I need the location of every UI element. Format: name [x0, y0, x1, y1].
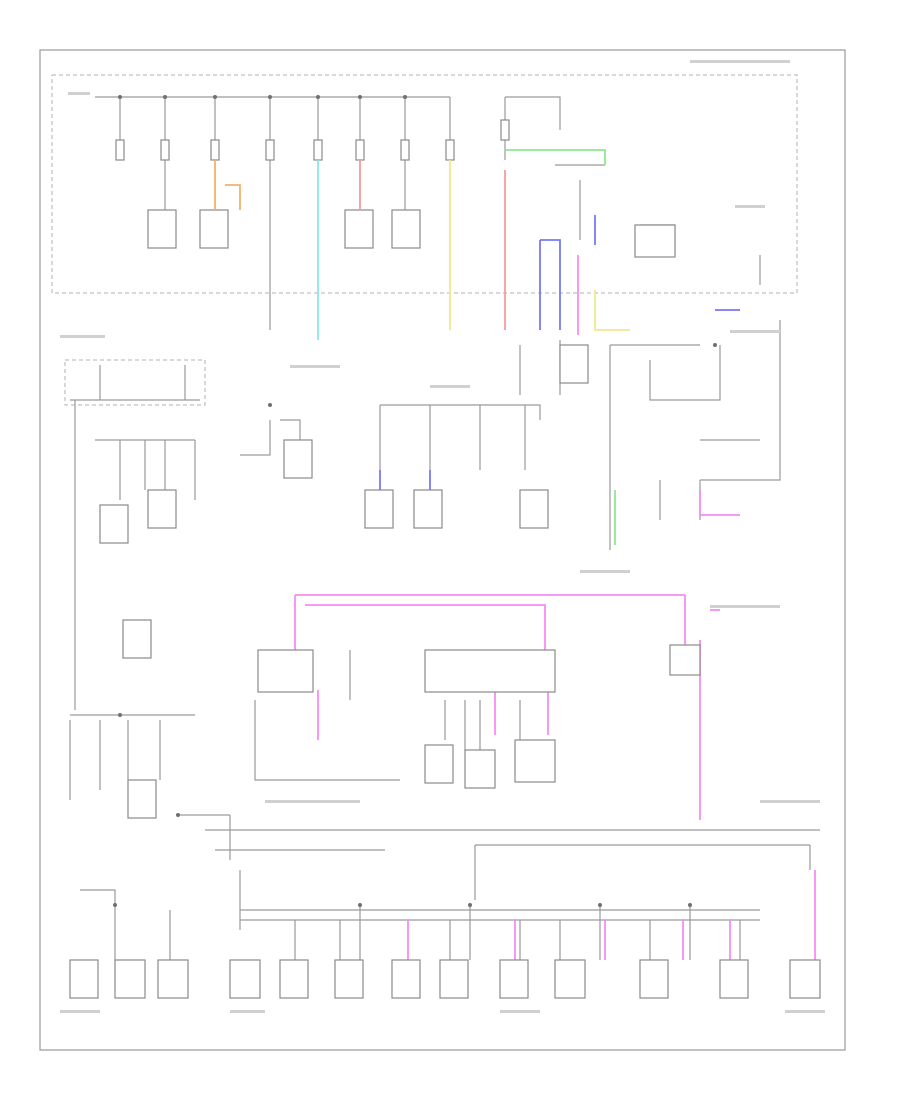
relay-box-enclosure	[64, 359, 206, 406]
fuse	[313, 139, 323, 161]
component-c26	[499, 959, 529, 999]
wire-pink	[699, 490, 740, 516]
junction	[268, 403, 272, 407]
label-block	[60, 335, 105, 338]
junction	[118, 713, 122, 717]
illegible-labels	[60, 60, 825, 1013]
junction	[113, 903, 117, 907]
top-components	[147, 209, 676, 258]
top-fuses	[115, 119, 510, 161]
mid-modules	[127, 644, 701, 819]
component-c25	[439, 959, 469, 999]
component-c12	[559, 344, 589, 384]
component-c24	[391, 959, 421, 999]
component-c5	[634, 224, 676, 258]
component-c15	[464, 749, 496, 789]
label-block	[785, 1010, 825, 1013]
label-block	[735, 205, 765, 208]
fuse-box-enclosure	[51, 74, 798, 294]
junction	[163, 95, 167, 99]
junction	[358, 903, 362, 907]
junction	[598, 903, 602, 907]
label-block	[690, 60, 790, 63]
label-block	[430, 385, 470, 388]
junction	[403, 95, 407, 99]
component-c18	[69, 959, 99, 999]
component-c20	[157, 959, 189, 999]
fuse	[445, 139, 455, 161]
bottom-pink-wires	[407, 870, 816, 960]
wire-green	[505, 149, 606, 165]
component-c28	[639, 959, 669, 999]
junction	[268, 95, 272, 99]
component-c11	[519, 489, 549, 529]
component-c21	[229, 959, 261, 999]
label-block	[230, 1010, 265, 1013]
component-c22	[279, 959, 309, 999]
component-c6	[99, 504, 129, 544]
label-block	[710, 605, 780, 608]
mid-upper-wiring	[70, 320, 781, 710]
component-c16	[514, 739, 556, 783]
label-block	[580, 570, 630, 573]
junction	[118, 95, 122, 99]
component-c3	[344, 209, 374, 249]
component-c1	[147, 209, 177, 249]
component-c17	[127, 779, 157, 819]
label-block	[60, 1010, 100, 1013]
top-colored-wires	[214, 149, 740, 340]
component-c23	[334, 959, 364, 999]
junction	[713, 343, 717, 347]
junction	[358, 95, 362, 99]
module-m2	[424, 649, 556, 693]
component-c4	[391, 209, 421, 249]
wire-orange	[225, 184, 241, 210]
component-c9	[364, 489, 394, 529]
fuse	[265, 139, 275, 161]
component-c10	[413, 489, 443, 529]
junction	[688, 903, 692, 907]
wire-pink	[305, 604, 546, 650]
component-c8	[283, 439, 313, 479]
fuse	[115, 139, 125, 161]
component-c29	[719, 959, 749, 999]
junction	[213, 95, 217, 99]
module-m1	[257, 649, 314, 693]
mid-colored-wires	[379, 470, 740, 545]
wire-blue	[540, 239, 561, 330]
wire-yellow	[594, 290, 630, 331]
bottom-bus	[239, 844, 811, 960]
label-block	[68, 92, 90, 95]
fuse	[355, 139, 365, 161]
junction	[468, 903, 472, 907]
diagram-frame	[39, 49, 846, 1051]
pink-distribution	[294, 594, 720, 820]
component-c30	[789, 959, 821, 999]
label-block	[500, 1010, 540, 1013]
left-lower-wiring	[69, 714, 820, 960]
component-c14	[424, 744, 454, 784]
component-c7	[147, 489, 177, 529]
fuse	[210, 139, 220, 161]
component-c27	[554, 959, 586, 999]
top-power-bus	[95, 96, 761, 330]
module-m3	[669, 644, 701, 676]
label-block	[760, 800, 820, 803]
component-c13	[122, 619, 152, 659]
label-block	[730, 330, 780, 333]
bottom-components	[69, 959, 821, 999]
junction	[316, 95, 320, 99]
label-block	[265, 800, 360, 803]
fuse	[500, 119, 510, 141]
fuse	[160, 139, 170, 161]
component-c2	[199, 209, 229, 249]
fuse	[400, 139, 410, 161]
component-c19	[114, 959, 146, 999]
junction-nodes	[113, 95, 717, 907]
junction	[176, 813, 180, 817]
mid-upper-components	[99, 344, 589, 659]
label-block	[290, 365, 340, 368]
